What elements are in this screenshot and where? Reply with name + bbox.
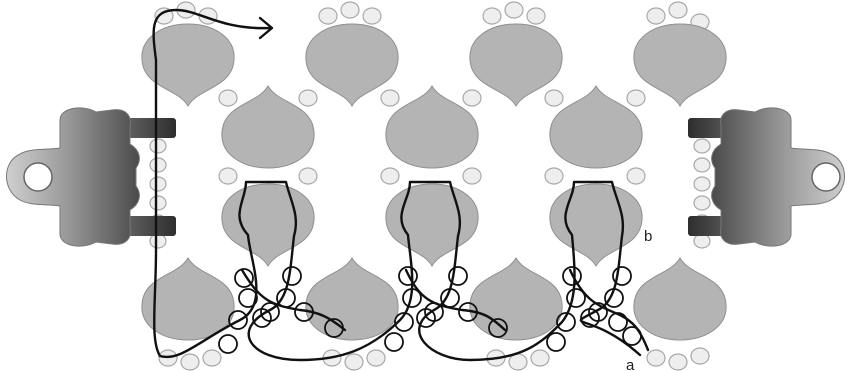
threaded-bead bbox=[566, 288, 586, 308]
seed-bead bbox=[298, 89, 318, 107]
thread-cross-left bbox=[240, 268, 347, 332]
shell-bead bbox=[221, 84, 315, 169]
threaded-bead bbox=[556, 312, 576, 332]
seed-bead bbox=[544, 89, 564, 107]
seed-bead bbox=[668, 353, 688, 371]
seed-bead bbox=[202, 349, 222, 367]
shell-bead bbox=[633, 23, 727, 108]
threaded-bead bbox=[448, 266, 468, 286]
right-clasp-body bbox=[711, 107, 845, 247]
seed-bead bbox=[646, 349, 666, 367]
seed-bead bbox=[218, 89, 238, 107]
seed-bead bbox=[693, 233, 711, 249]
arrow-right-icon bbox=[258, 16, 274, 40]
seed-bead bbox=[462, 89, 482, 107]
threaded-bead bbox=[394, 312, 414, 332]
seed-bead bbox=[693, 157, 711, 173]
threaded-bead bbox=[234, 268, 254, 288]
seed-bead bbox=[149, 138, 167, 154]
seed-bead bbox=[366, 349, 386, 367]
label-b: b bbox=[644, 228, 652, 245]
threaded-bead bbox=[228, 310, 248, 330]
threaded-bead bbox=[622, 326, 642, 346]
seed-bead bbox=[298, 167, 318, 185]
shell-bead bbox=[141, 256, 235, 341]
threaded-bead bbox=[294, 302, 314, 322]
seed-bead bbox=[693, 195, 711, 211]
seed-bead bbox=[626, 167, 646, 185]
seed-bead bbox=[668, 1, 688, 19]
shell-bead bbox=[141, 23, 235, 108]
seed-bead bbox=[362, 7, 382, 25]
seed-bead bbox=[149, 176, 167, 192]
seed-bead bbox=[693, 138, 711, 154]
left-clasp-bar-top bbox=[118, 118, 176, 138]
seed-bead bbox=[690, 347, 710, 365]
seed-bead bbox=[626, 89, 646, 107]
threaded-bead bbox=[218, 334, 238, 354]
shell-bead bbox=[385, 183, 479, 268]
threaded-bead bbox=[546, 332, 566, 352]
seed-bead bbox=[340, 1, 360, 19]
seed-bead bbox=[508, 353, 528, 371]
threaded-bead bbox=[612, 266, 632, 286]
threaded-bead bbox=[580, 308, 600, 328]
shell-bead bbox=[549, 84, 643, 169]
shell-bead bbox=[305, 256, 399, 341]
shell-bead bbox=[221, 183, 315, 268]
threaded-bead bbox=[260, 302, 280, 322]
shell-bead bbox=[633, 256, 727, 341]
threaded-bead bbox=[324, 318, 344, 338]
seed-bead bbox=[693, 176, 711, 192]
threaded-bead bbox=[604, 288, 624, 308]
shell-bead bbox=[549, 183, 643, 268]
seed-bead bbox=[482, 7, 502, 25]
threaded-bead bbox=[238, 288, 258, 308]
seed-bead bbox=[149, 233, 167, 249]
threaded-bead bbox=[384, 332, 404, 352]
threaded-bead bbox=[252, 308, 272, 328]
seed-bead bbox=[646, 7, 666, 25]
threaded-bead bbox=[562, 266, 582, 286]
seed-bead bbox=[218, 167, 238, 185]
seed-bead bbox=[380, 89, 400, 107]
seed-bead bbox=[526, 7, 546, 25]
threaded-beads bbox=[218, 266, 642, 354]
threaded-bead bbox=[440, 288, 460, 308]
threaded-bead bbox=[458, 302, 478, 322]
left-clasp bbox=[6, 107, 176, 247]
seed-bead bbox=[180, 353, 200, 371]
label-a: a bbox=[626, 357, 635, 371]
seed-bead bbox=[544, 167, 564, 185]
seed-bead bbox=[149, 157, 167, 173]
seed-beads bbox=[149, 1, 711, 371]
threaded-bead bbox=[424, 302, 444, 322]
threaded-bead bbox=[276, 288, 296, 308]
seed-bead bbox=[504, 1, 524, 19]
threaded-bead bbox=[402, 288, 422, 308]
shell-bead bbox=[469, 256, 563, 341]
seed-bead bbox=[154, 7, 174, 25]
seed-bead bbox=[530, 349, 550, 367]
left-clasp-bar-bottom bbox=[118, 216, 176, 236]
threaded-bead bbox=[608, 312, 628, 332]
left-clasp-ring bbox=[23, 162, 53, 192]
shell-bead bbox=[305, 23, 399, 108]
right-clasp bbox=[688, 107, 845, 247]
right-clasp-ring bbox=[811, 162, 841, 192]
left-clasp-body bbox=[6, 107, 140, 247]
seed-bead bbox=[462, 167, 482, 185]
seed-bead bbox=[318, 7, 338, 25]
seed-bead bbox=[380, 167, 400, 185]
threaded-bead bbox=[398, 266, 418, 286]
seed-bead bbox=[149, 195, 167, 211]
seed-bead bbox=[344, 353, 364, 371]
threaded-bead bbox=[282, 266, 302, 286]
shell-bead bbox=[469, 23, 563, 108]
shell-bead bbox=[385, 84, 479, 169]
threaded-bead bbox=[416, 308, 436, 328]
threaded-bead bbox=[488, 318, 508, 338]
